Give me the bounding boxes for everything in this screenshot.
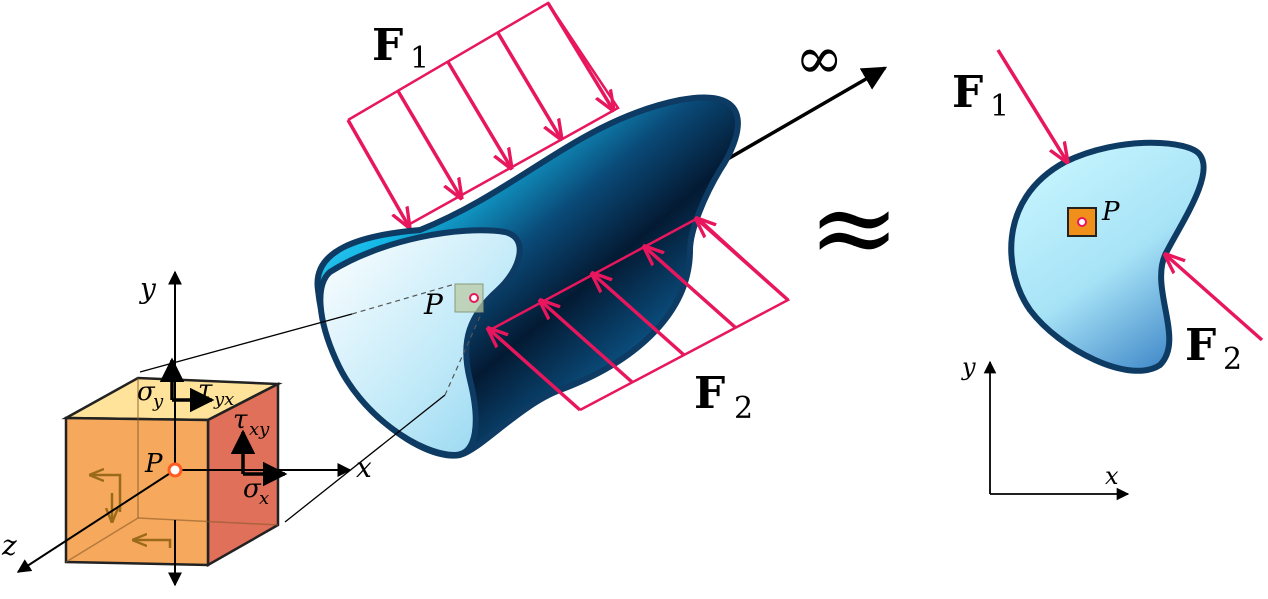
- force-f1-subscript: 1: [410, 41, 429, 76]
- point-p-label-cube: P: [144, 449, 163, 479]
- planar-section: P F 1 F 2: [952, 49, 1264, 377]
- force-f1-label: F 1: [372, 20, 429, 76]
- svg-text:τ: τ: [198, 375, 213, 405]
- force-f1-symbol: F: [372, 20, 403, 71]
- svg-text:σ: σ: [137, 377, 156, 407]
- z-axis-arrow: [16, 469, 176, 573]
- load-f2-arrow: [646, 248, 738, 330]
- svg-text:yx: yx: [213, 389, 234, 410]
- cube-axis-z-label: z: [1, 529, 17, 562]
- svg-text:τ: τ: [233, 405, 248, 435]
- plane-f1-label: F 1: [952, 67, 1009, 124]
- svg-text:1: 1: [990, 89, 1009, 124]
- plane-f2-arrow: [1167, 256, 1264, 342]
- point-p-label-plane: P: [1101, 197, 1120, 227]
- svg-text:σ: σ: [243, 474, 262, 504]
- svg-text:F: F: [952, 67, 983, 118]
- svg-text:x: x: [259, 488, 269, 509]
- svg-text:xy: xy: [249, 419, 270, 440]
- sigma-y-label: σ y: [137, 377, 164, 412]
- force-f2-subscript: 2: [734, 391, 753, 426]
- force-f2-symbol: F: [694, 368, 725, 419]
- load-f1-arrow: [496, 32, 560, 137]
- svg-text:2: 2: [1223, 342, 1242, 377]
- load-f2-distributed: [490, 218, 791, 412]
- load-f1-distributed: [346, 1, 620, 225]
- force-f2-label: F 2: [694, 368, 753, 426]
- load-f2-arrow: [594, 275, 686, 357]
- cube-front-face: [64, 416, 210, 567]
- planar-section-shape: [1008, 139, 1207, 374]
- load-f2-arrow: [490, 330, 582, 412]
- cube-axis-x-label: x: [356, 451, 372, 484]
- plane-f1-arrow: [996, 49, 1066, 160]
- point-p-marker-cube: [167, 462, 183, 478]
- plane-coordinate-axes: y x: [961, 353, 1130, 501]
- plane-axis-y-label: y: [961, 353, 976, 381]
- load-f1-arrow: [546, 2, 612, 108]
- plane-axis-x-label: x: [1105, 462, 1119, 490]
- tau-xy-label: τ xy: [233, 405, 270, 440]
- load-f1-arrow: [446, 61, 510, 166]
- load-f1-arrow: [396, 90, 460, 196]
- sigma-x-label: σ x: [243, 474, 269, 509]
- svg-text:y: y: [152, 391, 164, 412]
- plane-f2-label: F 2: [1185, 320, 1242, 377]
- point-p-marker-section: [469, 293, 479, 303]
- load-f2-arrow: [698, 220, 790, 302]
- svg-text:F: F: [1185, 320, 1216, 371]
- point-p-marker-plane: [1077, 217, 1087, 227]
- tau-yx-label: τ yx: [198, 375, 234, 410]
- infinity-symbol: ∞: [795, 24, 843, 92]
- cube-axis-y-label: y: [138, 272, 157, 305]
- approx-symbol: ≈: [808, 163, 900, 291]
- load-f1-arrow: [346, 119, 408, 225]
- load-f2-arrow: [542, 302, 634, 384]
- point-p-label-section: P: [423, 288, 444, 321]
- stress-components: σ y τ yx τ xy σ x: [137, 357, 288, 509]
